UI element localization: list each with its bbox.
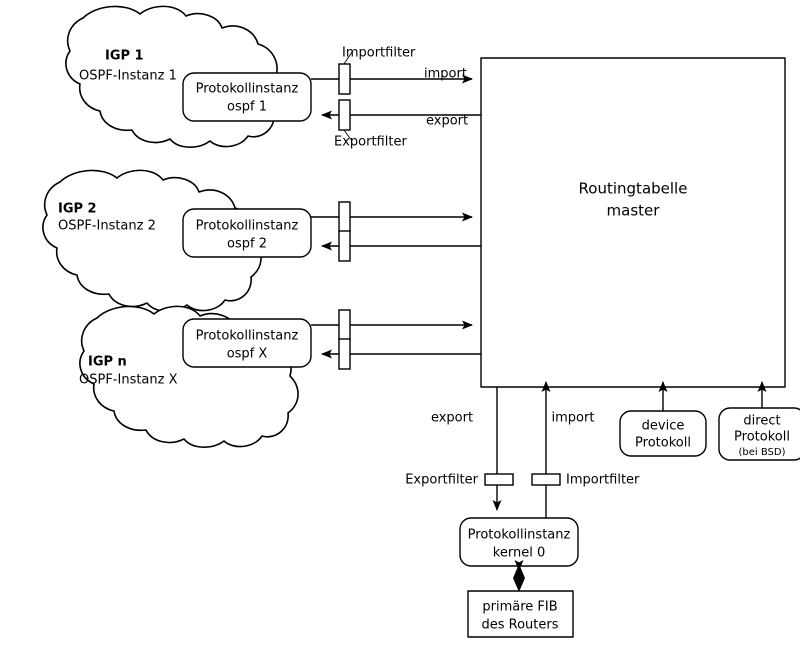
export-filter-3[interactable] xyxy=(338,338,351,370)
connection-row-1: Importfilter Exportfilter import export xyxy=(311,46,481,150)
fib-line2: des Routers xyxy=(481,618,558,633)
export-label-1: export xyxy=(426,114,468,129)
routing-table-master: Routingtabelle master xyxy=(480,57,786,388)
kernel-instance-line1: Protokollinstanz xyxy=(468,528,571,543)
fib-line1: primäre FIB xyxy=(482,600,557,615)
device-protocol-line2: Protokoll xyxy=(635,436,691,451)
protocol-instance-1-line2: ospf 1 xyxy=(227,100,267,115)
connection-row-2 xyxy=(311,201,481,262)
cloud-igp-2: IGP 2 OSPF-Instanz 2 xyxy=(42,169,262,312)
direct-protocol-line1: direct xyxy=(743,414,780,429)
routing-table-line2: master xyxy=(607,202,661,220)
import-label-1: import xyxy=(424,67,467,82)
import-filter-3[interactable] xyxy=(338,309,351,341)
import-filter-kernel[interactable] xyxy=(531,473,561,486)
kernel-instance-line2: kernel 0 xyxy=(493,546,545,561)
protocol-instance-3-line2: ospf X xyxy=(227,347,268,362)
protocol-instance-kernel-0: Protokollinstanz kernel 0 xyxy=(459,517,579,567)
kernel-import-filter-label: Importfilter xyxy=(566,473,640,488)
protocol-instance-1-line1: Protokollinstanz xyxy=(196,82,299,97)
cloud-2-subtitle: OSPF-Instanz 2 xyxy=(58,219,156,234)
protocol-instance-ospf-1: Protokollinstanz ospf 1 xyxy=(182,72,312,122)
protocol-instance-ospf-2: Protokollinstanz ospf 2 xyxy=(182,208,312,258)
kernel-connections: export import Exportfilter Importfilter xyxy=(405,381,640,518)
cloud-1-title: IGP 1 xyxy=(105,49,144,64)
export-filter-1[interactable] xyxy=(338,99,351,131)
routing-table-line1: Routingtabelle xyxy=(579,180,688,198)
direct-protocol-line2: Protokoll xyxy=(734,430,790,445)
direct-protocol-line3: (bei BSD) xyxy=(739,447,786,458)
export-filter-kernel[interactable] xyxy=(484,473,514,486)
kernel-export-label: export xyxy=(431,411,473,426)
direct-protocol: direct Protokoll (bei BSD) xyxy=(718,381,800,461)
device-protocol-line1: device xyxy=(642,419,685,434)
cloud-3-title: IGP n xyxy=(88,355,127,370)
cloud-1-subtitle: OSPF-Instanz 1 xyxy=(79,69,177,84)
protocol-instance-3-line1: Protokollinstanz xyxy=(196,329,299,344)
connection-row-3 xyxy=(311,309,481,370)
export-filter-2[interactable] xyxy=(338,230,351,262)
kernel-fib-connection xyxy=(513,560,525,592)
protocol-instance-2-line2: ospf 2 xyxy=(227,237,267,252)
import-filter-1-label: Importfilter xyxy=(342,46,416,61)
import-filter-1[interactable] xyxy=(338,63,351,95)
protocol-instance-ospf-x: Protokollinstanz ospf X xyxy=(182,318,312,368)
protocol-instance-2-line1: Protokollinstanz xyxy=(196,219,299,234)
cloud-3-subtitle: OSPF-Instanz X xyxy=(79,373,178,388)
cloud-2-title: IGP 2 xyxy=(58,202,97,217)
device-protocol: device Protokoll xyxy=(619,381,707,457)
kernel-import-label: import xyxy=(552,411,595,426)
import-filter-2[interactable] xyxy=(338,201,351,233)
kernel-export-filter-label: Exportfilter xyxy=(405,473,478,488)
primary-fib: primäre FIB des Routers xyxy=(467,590,574,638)
export-filter-1-label: Exportfilter xyxy=(334,135,407,150)
